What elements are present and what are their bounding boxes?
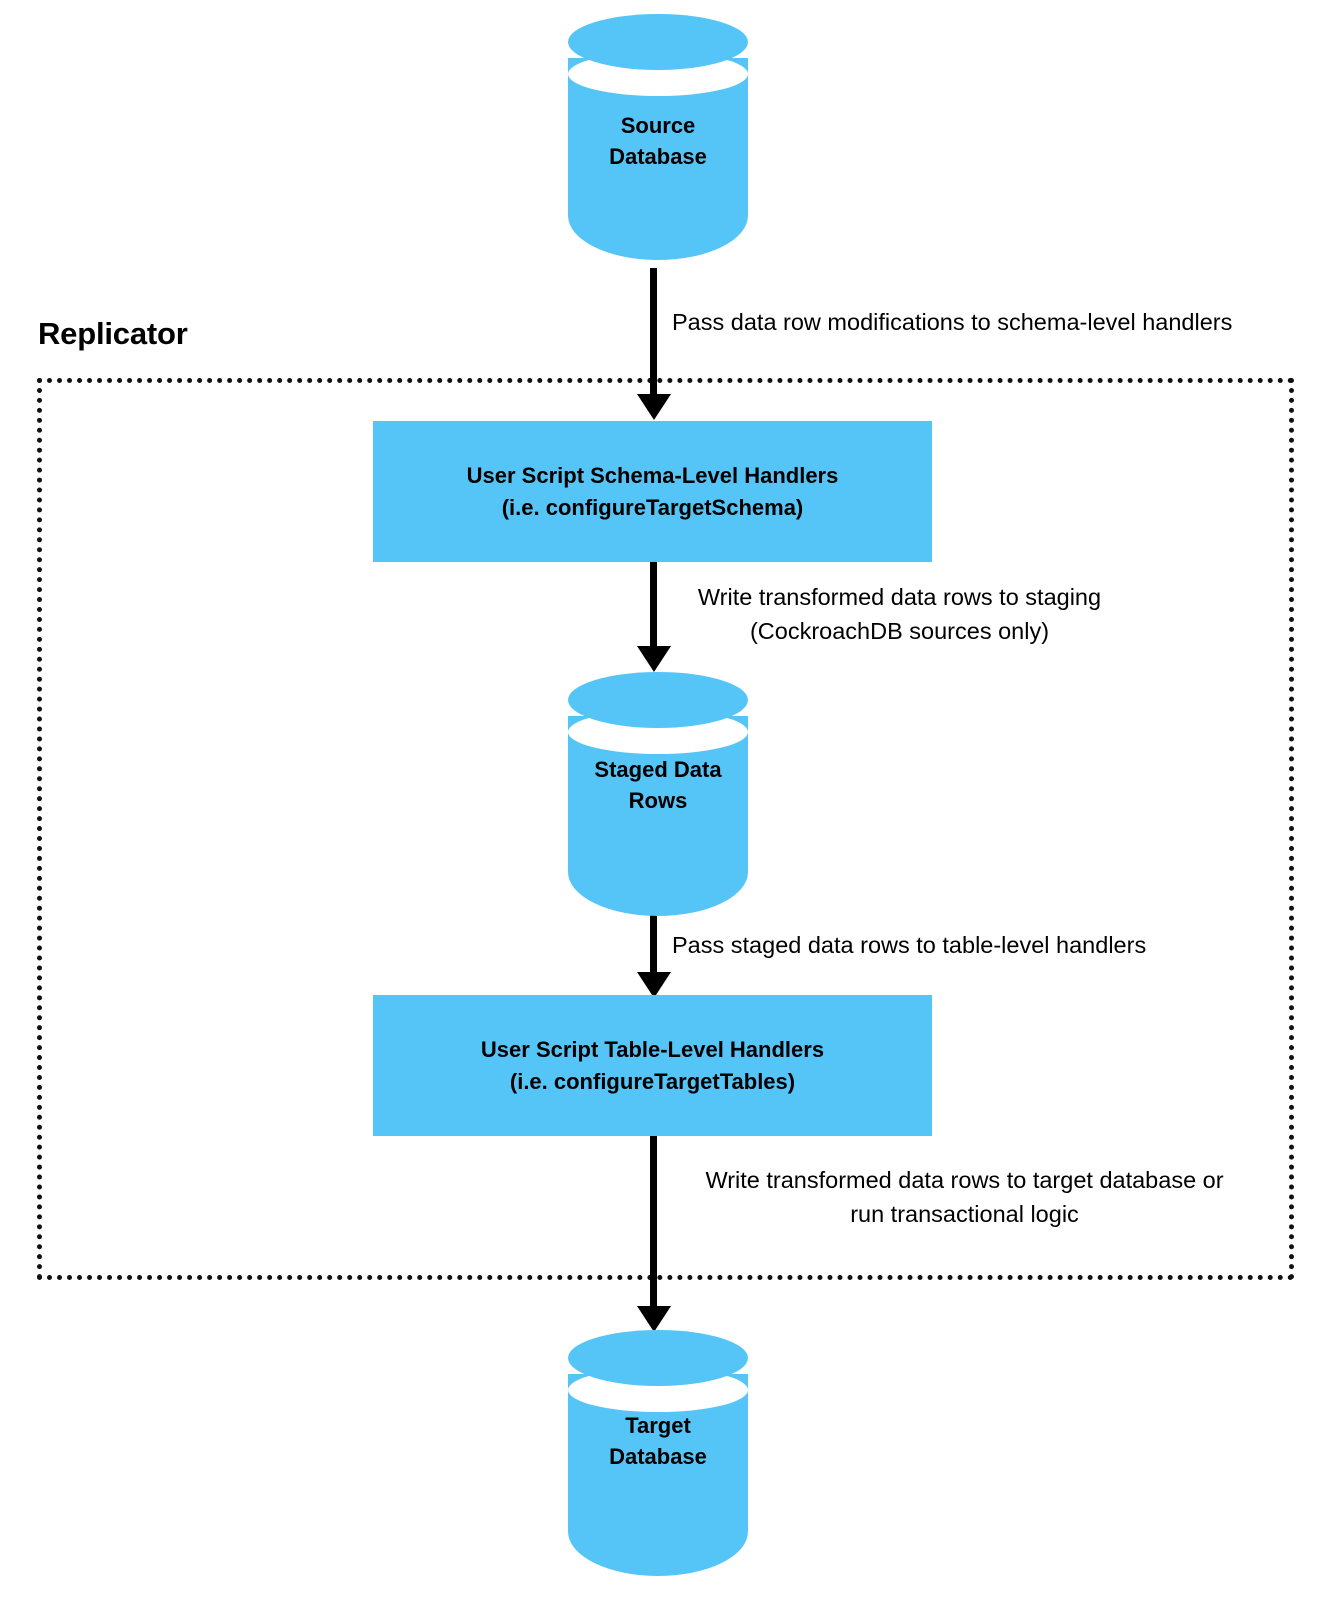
node-source-database: Source Database [568,14,748,260]
node-staged-data-rows: Staged Data Rows [568,672,748,916]
cylinder-top-ellipse [568,672,748,728]
node-staged-data-rows-label: Staged Data Rows [594,757,722,814]
node-source-database-label: Source Database [609,113,707,170]
node-target-database-label: Target Database [609,1413,707,1470]
cylinder-top-ellipse [568,1330,748,1386]
edge-label-table-to-target: Write transformed data rows to target da… [705,1167,1224,1228]
arrow-table-to-target-head [637,1306,671,1332]
cylinder-top-ellipse [568,14,748,70]
replicator-boundary-box [37,378,1294,1280]
arrow-source-to-schema-head [637,394,671,420]
node-schema-handlers: User Script Schema-Level Handlers (i.e. … [373,421,932,562]
arrow-staged-to-table-line [650,910,657,978]
arrow-schema-to-staged-line [650,562,657,652]
edge-label-schema-to-staged: Write transformed data rows to staging (… [697,584,1102,645]
arrow-staged-to-table-head [637,972,671,998]
node-table-handlers: User Script Table-Level Handlers (i.e. c… [373,995,932,1136]
node-target-database: Target Database [568,1330,748,1576]
edge-label-staged-to-table: Pass staged data rows to table-level han… [672,932,1147,958]
replicator-boundary-label: Replicator [38,316,188,351]
edge-label-source-to-schema: Pass data row modifications to schema-le… [672,309,1233,335]
arrow-schema-to-staged-head [637,646,671,672]
arrow-table-to-target-line [650,1136,657,1312]
arrow-source-to-schema-line [650,268,657,398]
